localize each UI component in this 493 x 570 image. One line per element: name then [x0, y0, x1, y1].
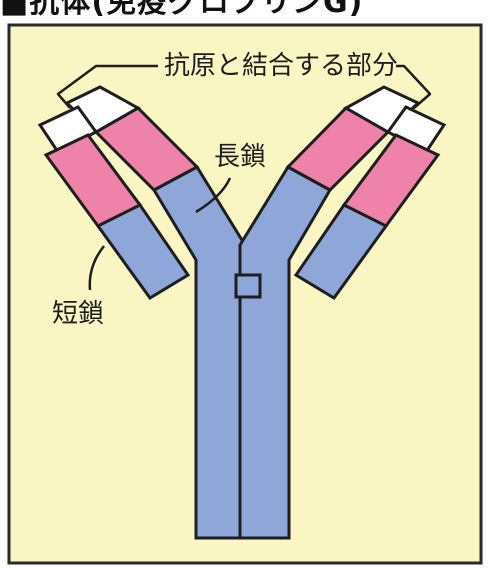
antigen-binding-site-label: 抗原と結合する部分 [164, 51, 398, 81]
light-chain-label: 短鎖 [52, 299, 104, 329]
hinge-bridge [236, 275, 260, 297]
heavy-chain-label: 長鎖 [214, 142, 266, 172]
